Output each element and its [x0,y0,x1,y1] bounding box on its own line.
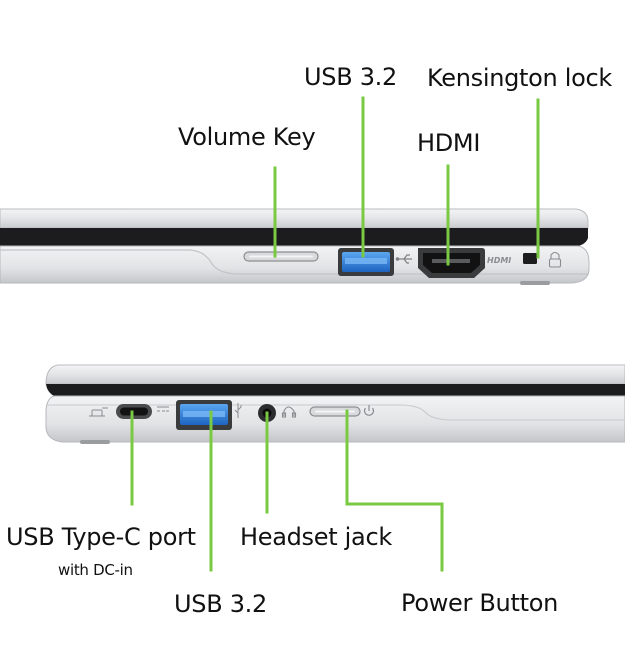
label-usb-top: USB 3.2 [304,63,397,91]
usb-symbol-icon [234,403,242,418]
top-laptop-side: HDMI [0,208,590,285]
label-usb-c-note: with DC-in [58,561,133,579]
dc-in-icon [157,406,169,412]
usb-symbol-icon [395,254,412,264]
usb-a-port-top[interactable] [338,248,394,276]
label-usb-bottom: USB 3.2 [174,590,267,618]
label-usb-c: USB Type-C port [6,523,196,551]
label-volume-key: Volume Key [178,123,316,151]
kensington-slot[interactable] [523,253,537,264]
label-kensington: Kensington lock [427,64,613,92]
bottom-laptop-side [45,364,625,444]
label-headset: Headset jack [240,523,392,551]
hdmi-logo-icon: HDMI [487,256,511,265]
hdmi-port[interactable] [418,248,485,278]
usb-c-symbol-icon [89,407,108,417]
leader-lines [130,96,540,572]
usb-c-port[interactable] [116,404,152,419]
leader-power [345,409,444,572]
power-icon [363,405,375,416]
headset-icon [281,406,297,418]
lock-icon [548,251,562,268]
label-hdmi: HDMI [417,129,481,157]
usb-a-port-bottom[interactable] [176,400,232,430]
label-power: Power Button [401,589,558,617]
